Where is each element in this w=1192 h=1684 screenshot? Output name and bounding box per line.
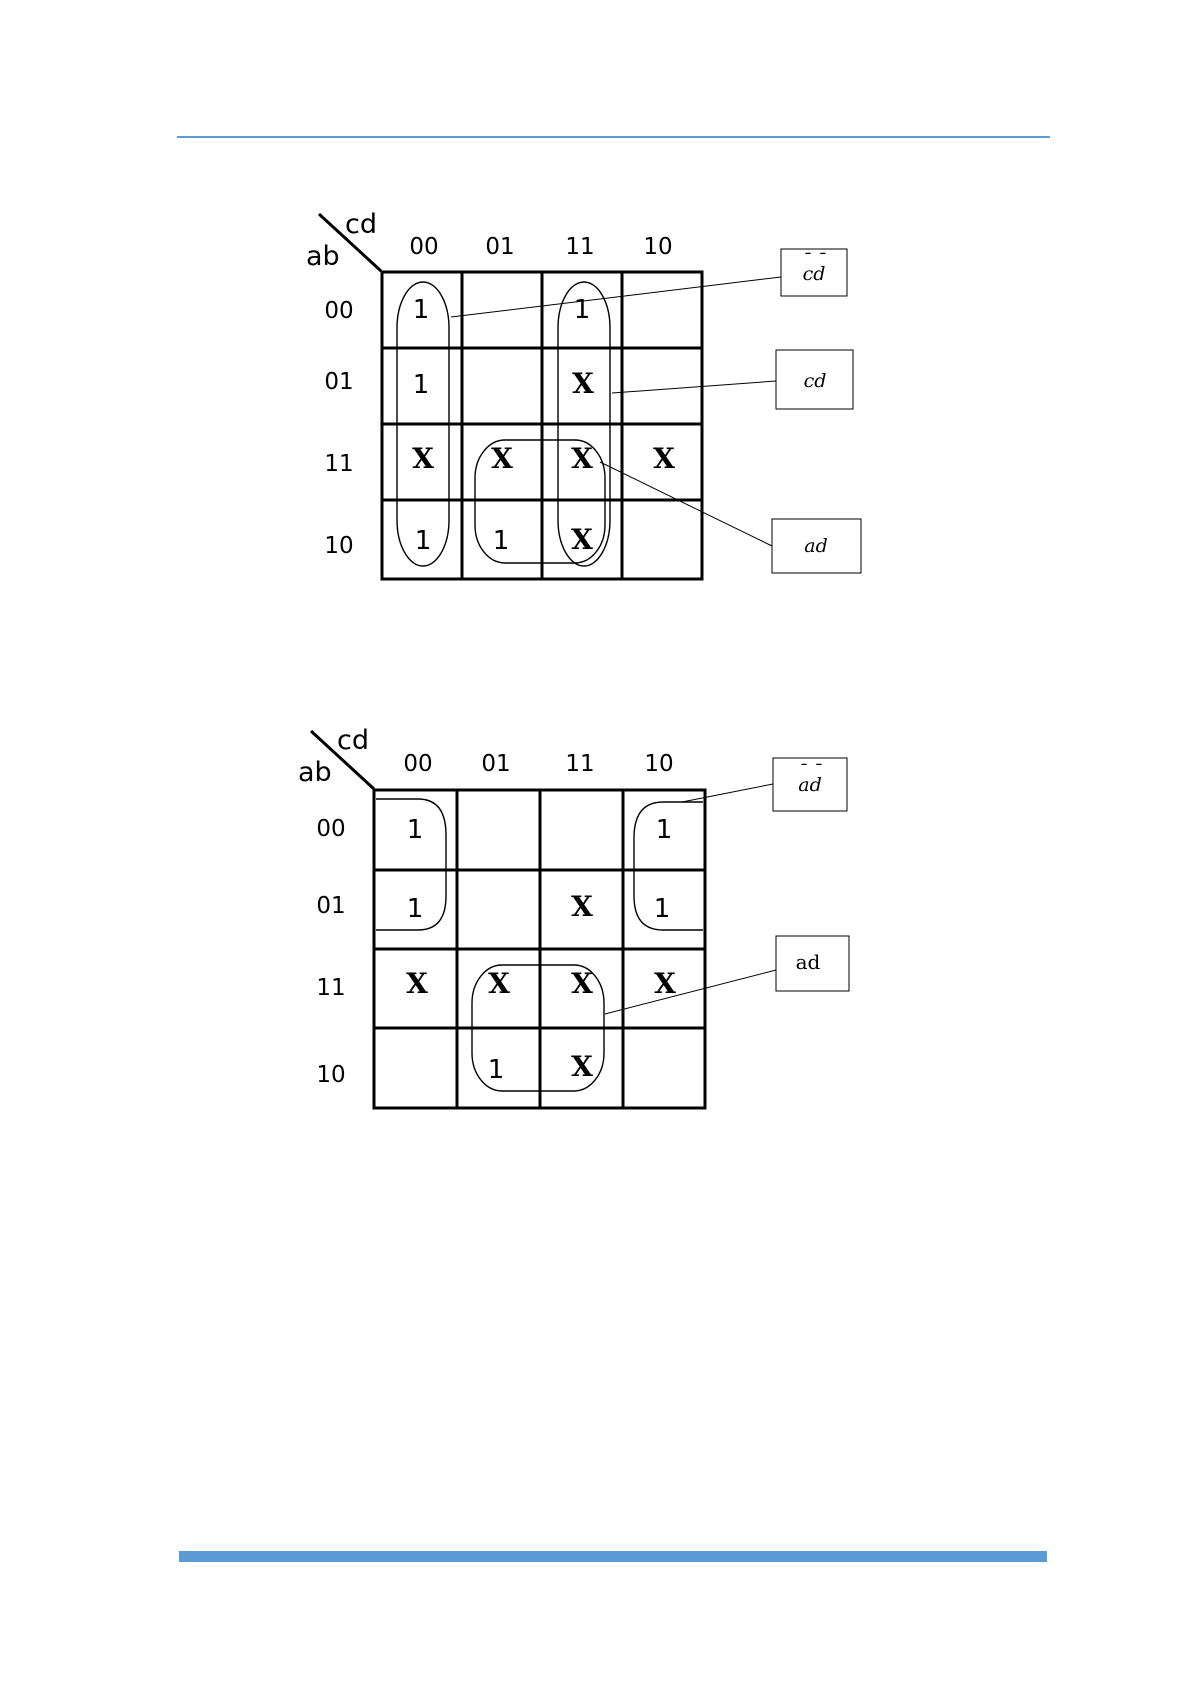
kmap-2-cell-1-0: 1 bbox=[407, 894, 424, 924]
kmap-1-term-3: ad bbox=[804, 535, 828, 557]
kmap-2-term-2: ad bbox=[796, 950, 821, 974]
kmap-2-row-label-01: 01 bbox=[316, 893, 345, 919]
kmap-1-col-label-01: 01 bbox=[485, 234, 514, 260]
kmap-2-cell-2-1: X bbox=[488, 967, 510, 1000]
kmap-2-cell-1-3: 1 bbox=[654, 894, 671, 924]
kmap-2-col-label-01: 01 bbox=[481, 751, 510, 777]
kmap-2-col-label-11: 11 bbox=[565, 751, 594, 777]
kmap-2-cell-0-3: 1 bbox=[656, 815, 673, 845]
kmap-1-cell-0-0: 1 bbox=[413, 295, 430, 325]
kmap-2-connectors bbox=[605, 784, 776, 1014]
kmap-1-cell-1-0: 1 bbox=[413, 370, 430, 400]
kmap-2-row-label-10: 10 bbox=[316, 1062, 345, 1088]
kmap-1-col-label-11: 11 bbox=[565, 234, 594, 260]
kmap-1-cell-2-0: X bbox=[412, 442, 434, 475]
kmap-1-row-label-11: 11 bbox=[324, 451, 353, 477]
kmap-2-cell-1-2: X bbox=[571, 890, 593, 923]
kmap-1-cell-0-2: 1 bbox=[574, 295, 591, 325]
kmap-1-term-1-bar: ¯ ¯ bbox=[802, 250, 826, 271]
kmap-1-cell-2-2: X bbox=[571, 442, 593, 475]
kmap-1-connectors bbox=[451, 277, 781, 546]
kmap-2: cd ab 00 01 11 10 00 01 11 10 1 1 1 X 1 … bbox=[298, 725, 849, 1108]
kmap-2-cell-3-1: 1 bbox=[488, 1055, 505, 1085]
kmap-2-term-1-bar: ¯ ¯ bbox=[798, 761, 822, 782]
kmap-2-col-var: cd bbox=[337, 725, 369, 756]
kmap-1: cd ab 00 01 11 10 00 01 11 10 1 1 1 X X … bbox=[306, 209, 861, 579]
kmap-1-cell-2-1: X bbox=[491, 442, 513, 475]
kmap-2-row-var: ab bbox=[298, 757, 332, 788]
kmap-2-row-label-00: 00 bbox=[316, 816, 345, 842]
kmap-1-row-var: ab bbox=[306, 241, 340, 272]
kmap-2-cell-2-2: X bbox=[571, 967, 593, 1000]
kmap-2-cell-3-2: X bbox=[571, 1050, 593, 1083]
kmap-1-cell-2-3: X bbox=[653, 442, 675, 475]
footer-rule bbox=[179, 1551, 1047, 1562]
kmap-1-col-label-00: 00 bbox=[409, 234, 438, 260]
kmap-1-cell-3-0: 1 bbox=[415, 526, 432, 556]
kmap-1-col-label-10: 10 bbox=[643, 234, 672, 260]
kmap-1-cell-3-2: X bbox=[571, 523, 593, 556]
kmap-1-row-label-01: 01 bbox=[324, 369, 353, 395]
kmap-2-row-label-11: 11 bbox=[316, 975, 345, 1001]
kmap-2-cell-0-0: 1 bbox=[407, 815, 424, 845]
kmap-1-cell-3-1: 1 bbox=[493, 526, 510, 556]
kmap-2-col-label-10: 10 bbox=[644, 751, 673, 777]
kmap-2-col-label-00: 00 bbox=[403, 751, 432, 777]
kmap-1-col-var: cd bbox=[345, 209, 377, 240]
kmap-1-term-2: cd bbox=[804, 370, 827, 392]
kmap-1-row-label-00: 00 bbox=[324, 298, 353, 324]
kmap-1-row-label-10: 10 bbox=[324, 533, 353, 559]
kmap-1-cell-1-2: X bbox=[572, 367, 594, 400]
kmap-2-cell-2-3: X bbox=[654, 967, 676, 1000]
kmap-2-cell-2-0: X bbox=[406, 967, 428, 1000]
